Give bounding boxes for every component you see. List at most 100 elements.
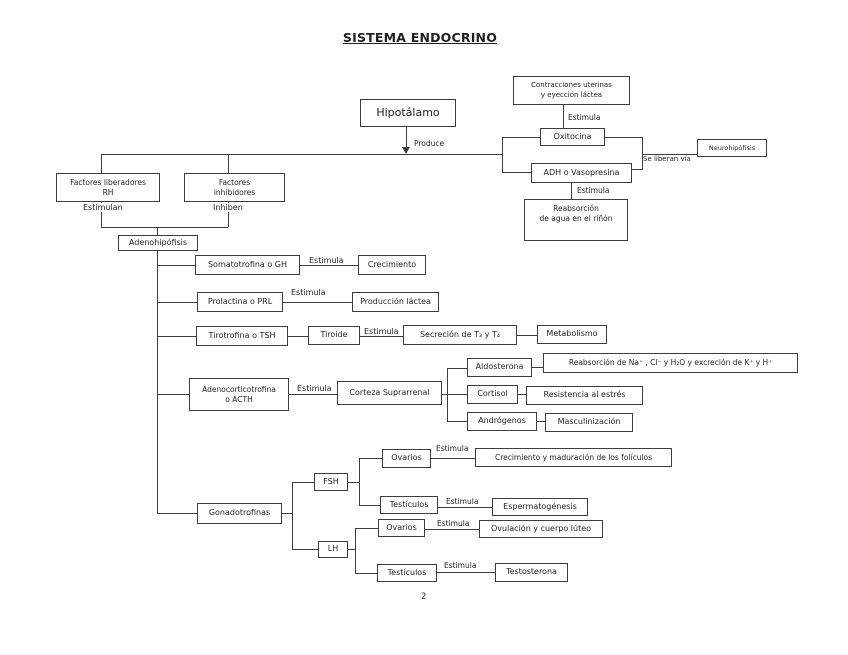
- connector-spine: [157, 251, 158, 513]
- connector: [348, 549, 355, 550]
- connector: [359, 458, 382, 459]
- connector: [537, 421, 545, 422]
- connector: [292, 482, 314, 483]
- connector: [101, 154, 102, 173]
- node-lh: LH: [318, 541, 348, 558]
- node-secrecion-t3-t4: Secreción de T₃ y T₄: [403, 325, 517, 345]
- node-neurohipofisis: Neurohipófisis: [697, 139, 767, 157]
- connector: [425, 529, 479, 530]
- edge-label-estimula: Estimula: [436, 444, 469, 453]
- connector: [282, 513, 292, 514]
- node-adenohipofisis: Adenohipófisis: [118, 235, 198, 251]
- connector: [101, 202, 102, 227]
- page-title: SISTEMA ENDOCRINO: [342, 30, 498, 45]
- connector: [157, 265, 195, 266]
- edge-label-estimula: Estimula: [437, 519, 470, 528]
- node-resistencia-estres: Resistencia al estrés: [526, 386, 643, 405]
- node-testiculos-lh: Testículos: [377, 564, 437, 582]
- connector: [642, 154, 697, 155]
- edge-label-estimula: Estimula: [444, 561, 477, 570]
- connector: [359, 505, 380, 506]
- connector: [642, 137, 643, 170]
- edge-label-estimula: Estimula: [309, 256, 344, 265]
- connector: [300, 265, 358, 266]
- connector: [101, 154, 502, 155]
- connector: [502, 172, 531, 173]
- arrow-down-icon: [402, 147, 410, 154]
- node-testosterona: Testosterona: [495, 563, 568, 582]
- node-reabsorcion-agua: Reabsorción de agua en el riñón: [524, 199, 628, 241]
- connector: [447, 394, 467, 395]
- connector: [157, 394, 189, 395]
- connector: [605, 137, 642, 138]
- edge-label-inhiben: Inhiben: [211, 203, 245, 212]
- connector: [518, 394, 526, 395]
- edge-label-estimula: Estimula: [297, 384, 332, 393]
- page-number: 2: [421, 592, 427, 602]
- connector: [288, 336, 308, 337]
- connector: [571, 183, 572, 199]
- connector: [157, 227, 158, 235]
- edge-label-produce: Produce: [414, 139, 445, 148]
- connector: [447, 421, 467, 422]
- node-fsh: FSH: [314, 473, 348, 491]
- connector: [292, 482, 293, 549]
- node-contracciones: Contracciones uterinas y eyección láctea: [513, 76, 630, 105]
- edge-label-se-liberan-via: Se liberan vía: [643, 155, 691, 163]
- connector: [438, 507, 492, 508]
- node-ovulacion: Ovulación y cuerpo lúteo: [479, 520, 603, 538]
- connector: [447, 368, 467, 369]
- node-espermatogenesis: Espermatogénesis: [492, 498, 588, 516]
- connector: [431, 458, 475, 459]
- connector: [563, 105, 564, 128]
- node-tirotrofina: Tirotrofina o TSH: [196, 326, 288, 346]
- connector: [355, 528, 356, 573]
- connector: [292, 549, 318, 550]
- connector: [532, 367, 543, 368]
- node-adenocorticotrofina: Adenocorticotrofina o ACTH: [189, 378, 289, 411]
- connector: [437, 572, 495, 573]
- connector: [355, 573, 377, 574]
- connector: [283, 302, 352, 303]
- connector: [228, 202, 229, 227]
- node-masculinizacion: Masculinización: [545, 413, 633, 432]
- node-oxitocina: Oxitocina: [540, 128, 605, 146]
- node-crecimiento: Crecimiento: [358, 255, 426, 275]
- node-ovarios-lh: Ovarios: [378, 519, 425, 537]
- node-corteza-suprarrenal: Corteza Suprarrenal: [337, 381, 442, 405]
- connector: [442, 394, 447, 395]
- edge-label-estimula: Estimula: [291, 288, 326, 297]
- connector: [502, 137, 540, 138]
- connector: [101, 227, 228, 228]
- edge-label-estimula: Estimula: [364, 327, 399, 336]
- node-reabsorcion-na: Reabsorción de Na⁺ , Cl⁻ y H₂O y excreci…: [543, 353, 798, 373]
- connector: [157, 302, 197, 303]
- node-ovarios-fsh: Ovarios: [382, 449, 431, 468]
- node-factores-liberadores: Factores liberadores RH: [56, 173, 160, 202]
- connector: [355, 528, 378, 529]
- connector: [289, 394, 337, 395]
- node-factores-inhibidores: Factores inhibidores: [184, 173, 285, 202]
- connector: [157, 336, 196, 337]
- node-tiroide: Tiroide: [308, 326, 360, 345]
- connector: [228, 154, 229, 173]
- node-hipotalamo: Hipotálamo: [360, 99, 456, 127]
- connector: [359, 458, 360, 505]
- edge-label-estimula: Estimula: [568, 113, 601, 122]
- node-produccion-lactea: Producción láctea: [352, 292, 439, 312]
- edge-label-estimulan: Estimulan: [81, 203, 125, 212]
- node-gonadotrofinas: Gonadotrofinas: [197, 503, 282, 524]
- edge-label-estimula: Estimula: [577, 186, 610, 195]
- connector: [348, 482, 359, 483]
- edge-label-estimula: Estimula: [446, 497, 479, 506]
- connector: [517, 335, 537, 336]
- connector: [632, 169, 642, 170]
- node-testiculos-fsh: Testículos: [380, 496, 438, 514]
- node-cortisol: Cortisol: [467, 385, 518, 404]
- node-androgenos: Andrógenos: [467, 412, 537, 431]
- node-metabolismo: Metabolismo: [537, 325, 607, 344]
- connector: [406, 127, 407, 153]
- node-aldosterona: Aldosterona: [467, 358, 532, 377]
- node-prolactina: Prolactina o PRL: [197, 292, 283, 312]
